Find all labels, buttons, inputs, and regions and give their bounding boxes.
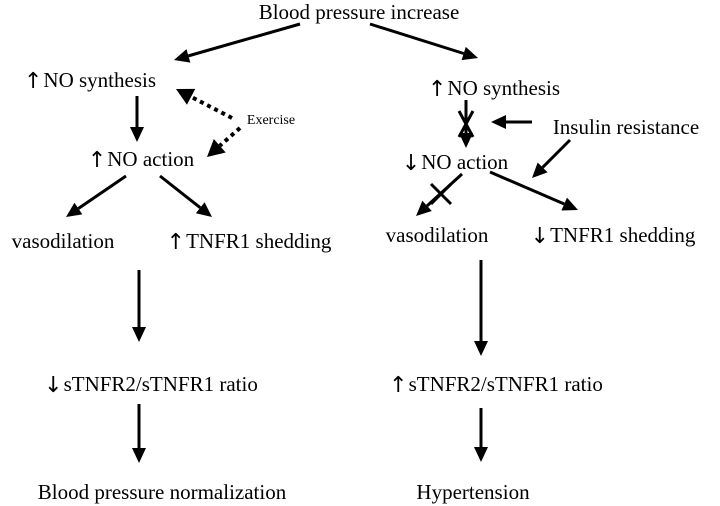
down-arrow-icon: ↓	[44, 373, 63, 398]
edge-exercise-to-left-action	[218, 126, 242, 148]
node-label: NO action	[421, 150, 509, 174]
edge-insulin-to-right-action-head	[532, 162, 548, 178]
edge-bp-to-right-no-synthesis	[369, 22, 465, 55]
edge-left-action-to-vasodilation-head	[66, 202, 83, 217]
up-arrow-icon: ↑	[23, 69, 43, 94]
block-mark-right-vasodilation-b	[429, 182, 453, 206]
edge-left-shedding-to-ratio-head	[132, 327, 146, 342]
edge-left-ratio-to-normalization-head	[132, 448, 146, 463]
node-label: Blood pressure increase	[258, 0, 460, 24]
node-left-tnfr1-shedding: ↑TNFR1 shedding	[167, 229, 332, 254]
up-arrow-icon: ↑	[389, 373, 408, 398]
node-label: Blood pressure normalization	[37, 480, 287, 504]
node-right-vasodilation: vasodilation	[386, 223, 489, 247]
node-bp-increase: Blood pressure increase	[259, 0, 460, 24]
edge-right-action-to-shedding	[489, 170, 565, 206]
node-hypertension: Hypertension	[416, 480, 529, 504]
node-label: sTNFR2/sTNFR1 ratio	[408, 372, 603, 396]
node-label: NO action	[107, 147, 195, 171]
edge-right-synthesis-to-action-head	[459, 133, 473, 148]
edge-right-vasodilation-to-ratio-head	[474, 341, 488, 356]
edge-left-synthesis-to-action-head	[130, 127, 144, 142]
edge-exercise-to-left-action-head	[207, 139, 226, 157]
edge-right-ratio-to-hypertension-head	[474, 447, 488, 462]
node-label: sTNFR2/sTNFR1 ratio	[63, 372, 258, 396]
edge-bp-to-right-no-synthesis-head	[461, 46, 478, 61]
node-exercise: Exercise	[247, 113, 295, 129]
node-label: Hypertension	[416, 480, 530, 504]
edge-left-action-to-shedding-head	[195, 202, 212, 217]
edge-left-action-to-shedding	[159, 174, 202, 209]
edge-bp-to-left-no-synthesis-head	[174, 49, 191, 63]
node-label: Exercise	[246, 113, 296, 128]
edge-exercise-to-left-synthesis-head	[176, 88, 196, 105]
down-arrow-icon: ↓	[530, 224, 550, 249]
up-arrow-icon: ↑	[427, 77, 447, 102]
edge-right-action-to-vasodilation-head	[416, 200, 432, 216]
edge-exercise-to-left-synthesis	[190, 95, 233, 120]
edge-insulin-to-right-synthesis-head	[491, 115, 506, 129]
node-right-no-synthesis: ↑NO synthesis	[428, 76, 560, 101]
node-right-ratio: ↑sTNFR2/sTNFR1 ratio	[389, 372, 603, 397]
edge-insulin-to-right-action	[541, 138, 572, 169]
node-left-ratio: ↓sTNFR2/sTNFR1 ratio	[44, 372, 258, 397]
down-arrow-icon: ↓	[401, 151, 421, 176]
node-label: TNFR1 shedding	[550, 223, 696, 247]
edge-bp-to-left-no-synthesis	[188, 22, 301, 58]
edge-right-action-to-shedding-head	[561, 197, 578, 211]
node-label: NO synthesis	[43, 68, 157, 92]
node-insulin-resistance: Insulin resistance	[553, 115, 699, 139]
block-mark-right-synthesis-b	[457, 110, 475, 138]
node-right-tnfr1-shedding: ↓TNFR1 shedding	[531, 223, 696, 248]
node-label: Insulin resistance	[552, 115, 700, 139]
node-label: NO synthesis	[447, 76, 561, 100]
node-right-no-action: ↓NO action	[402, 150, 508, 175]
node-left-vasodilation: vasodilation	[12, 229, 115, 253]
up-arrow-icon: ↑	[87, 148, 107, 173]
node-label: TNFR1 shedding	[186, 229, 332, 253]
edge-left-action-to-vasodilation	[77, 174, 127, 210]
node-label: vasodilation	[385, 223, 489, 247]
node-left-no-synthesis: ↑NO synthesis	[24, 68, 156, 93]
up-arrow-icon: ↑	[166, 230, 186, 255]
node-bp-normalization: Blood pressure normalization	[38, 480, 286, 504]
node-left-no-action: ↑NO action	[88, 147, 194, 172]
node-label: vasodilation	[11, 229, 115, 253]
